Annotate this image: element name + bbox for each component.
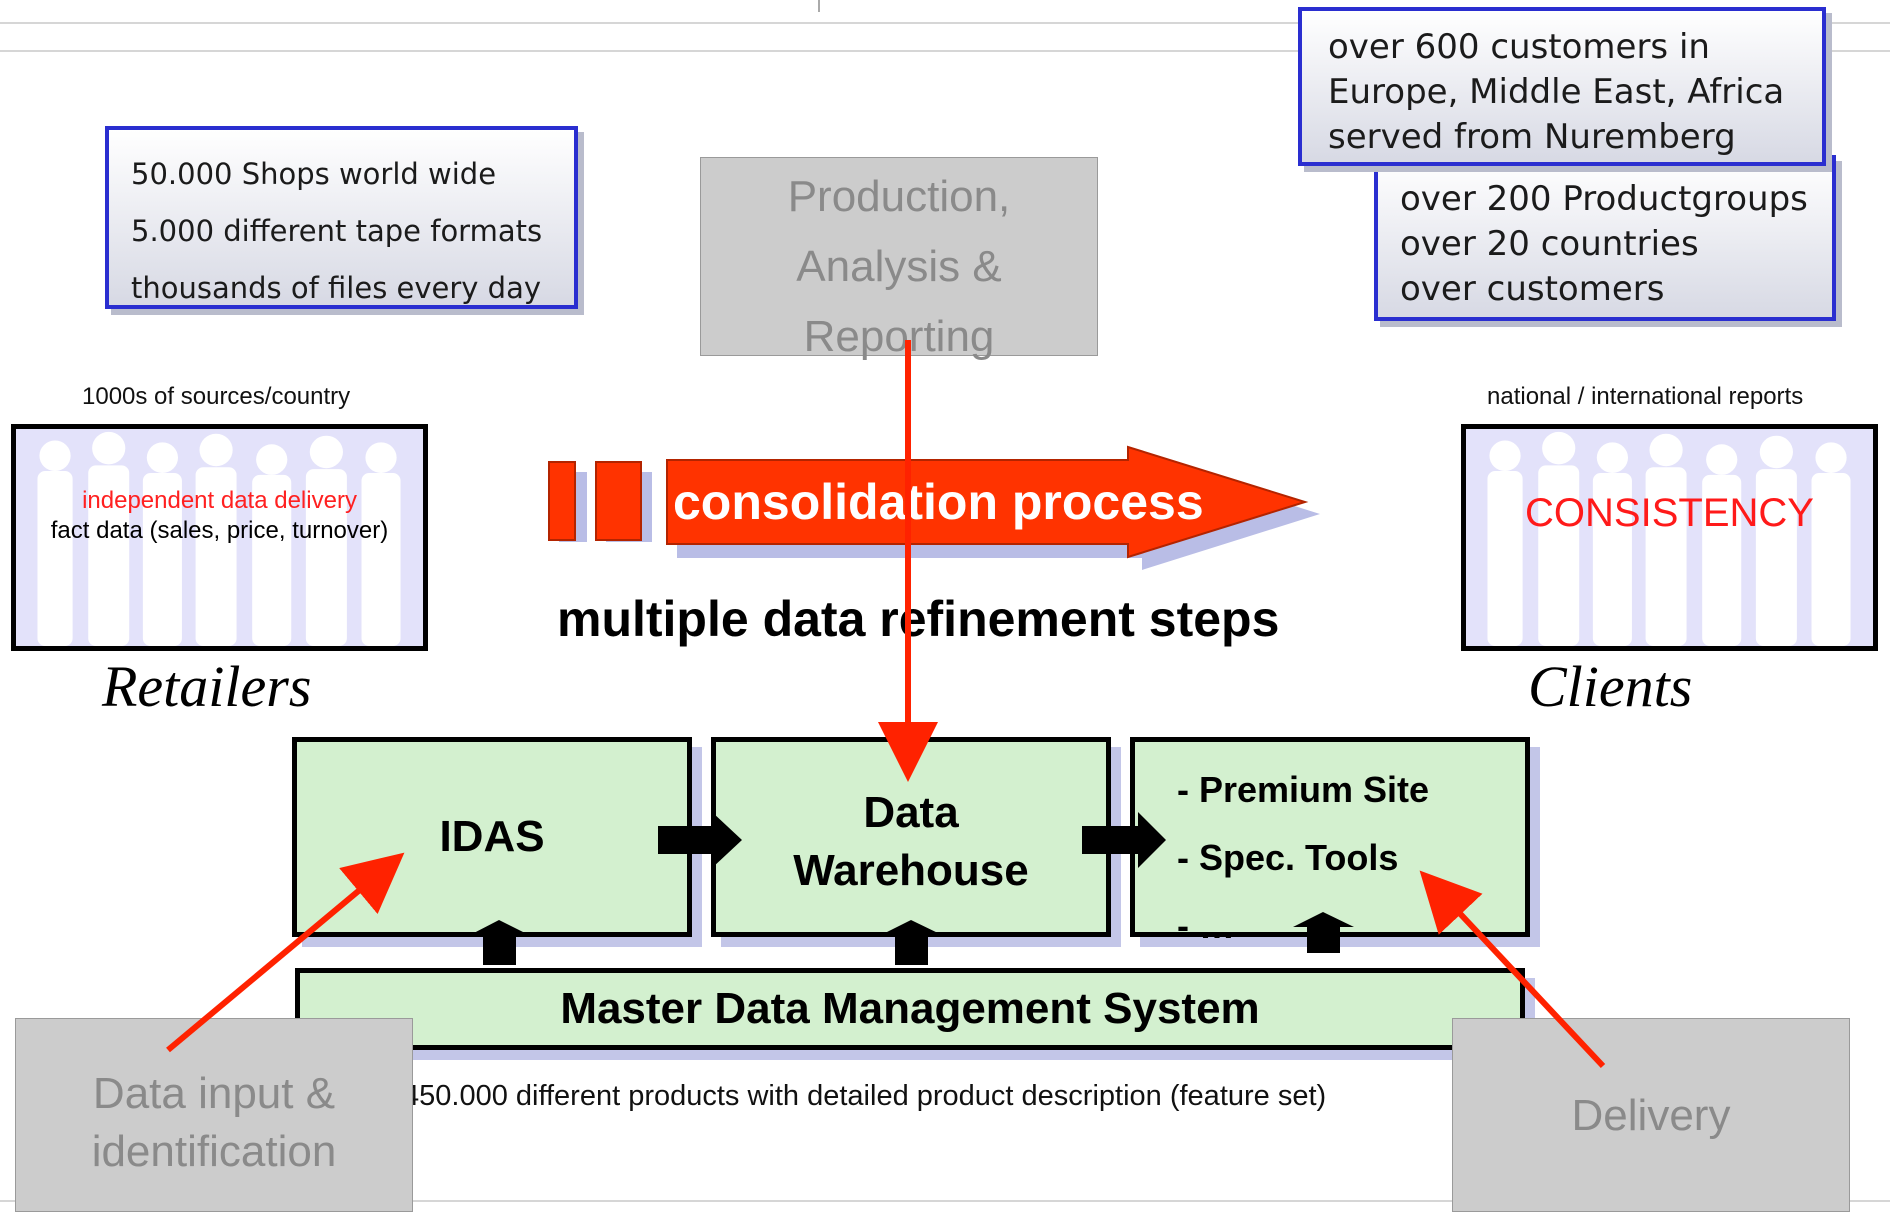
footer-divider: [0, 1200, 1890, 1202]
mdm-label: Master Data Management System: [560, 984, 1260, 1033]
up-arrow-icon: [1293, 912, 1354, 953]
tools-item: - …: [1177, 905, 1235, 946]
up-arrow-icon: [881, 920, 942, 965]
right-arrow-icon: [658, 812, 742, 868]
production-analysis-box: Production, Analysis & Reporting: [700, 157, 1098, 361]
customers-line: Europe, Middle East, Africa: [1328, 72, 1785, 112]
people-silhouettes-image: [1466, 429, 1873, 646]
delivery-box: Delivery: [1452, 1018, 1850, 1212]
data-input-box: Data input & identification: [15, 1018, 413, 1212]
arrow-body: [548, 445, 1309, 559]
customers-box: over 600 customers in Europe, Middle Eas…: [1298, 7, 1826, 166]
consolidation-process-label: consolidation process: [673, 474, 1204, 530]
refinement-steps-text: multiple data refinement steps: [557, 591, 1280, 647]
product-groups-box: over 200 Productgroups over 20 countries…: [1374, 155, 1836, 321]
stats-line: 50.000 Shops world wide: [131, 157, 497, 191]
people-silhouettes-image: [16, 429, 423, 646]
data-input-line: Data input &: [92, 1069, 336, 1118]
delivery-label: Delivery: [1571, 1091, 1731, 1140]
header-divider: [0, 22, 1890, 24]
products-caption: 450.000 different products with detailed…: [403, 1080, 1327, 1112]
retailers-panel: independent data delivery fact data (sal…: [11, 424, 428, 651]
production-line: Analysis &: [796, 242, 1002, 291]
warehouse-line: Data: [863, 788, 959, 837]
header-divider-2: [0, 50, 1890, 52]
consistency-label: CONSISTENCY: [1525, 491, 1814, 535]
idas-label: IDAS: [439, 812, 545, 861]
master-data-management-box: Master Data Management System: [295, 968, 1525, 1050]
reports-caption: national / international reports: [1487, 383, 1804, 410]
production-line: Reporting: [803, 312, 995, 361]
right-arrow-icon: [1082, 812, 1166, 868]
products-line: over customers: [1400, 269, 1665, 309]
header-tick: [818, 0, 820, 12]
fact-data-label: fact data (sales, price, turnover): [50, 517, 389, 544]
customers-line: over 600 customers in: [1328, 27, 1710, 67]
up-arrow-icon: [470, 920, 529, 965]
stats-line: 5.000 different tape formats: [131, 214, 543, 248]
stats-line: thousands of files every day: [131, 271, 542, 305]
data-input-pointer-arrow: [166, 852, 405, 1053]
products-line: over 200 Productgroups: [1400, 179, 1808, 219]
data-input-line: identification: [91, 1127, 337, 1176]
delivery-type-label: independent data delivery: [82, 487, 357, 514]
warehouse-line: Warehouse: [793, 846, 1029, 895]
tools-item: - Spec. Tools: [1177, 837, 1399, 878]
retailers-label: Retailers: [102, 654, 312, 719]
products-line: over 20 countries: [1400, 224, 1699, 264]
customers-line: served from Nuremberg: [1328, 117, 1736, 157]
tools-item: - Premium Site: [1177, 769, 1430, 810]
production-line: Production,: [787, 172, 1011, 221]
delivery-pointer-arrow: [1419, 870, 1606, 1069]
sources-caption: 1000s of sources/country: [82, 383, 351, 410]
shops-stats-box: 50.000 Shops world wide 5.000 different …: [105, 126, 578, 309]
clients-panel: CONSISTENCY: [1461, 424, 1878, 651]
clients-label: Clients: [1528, 654, 1693, 719]
